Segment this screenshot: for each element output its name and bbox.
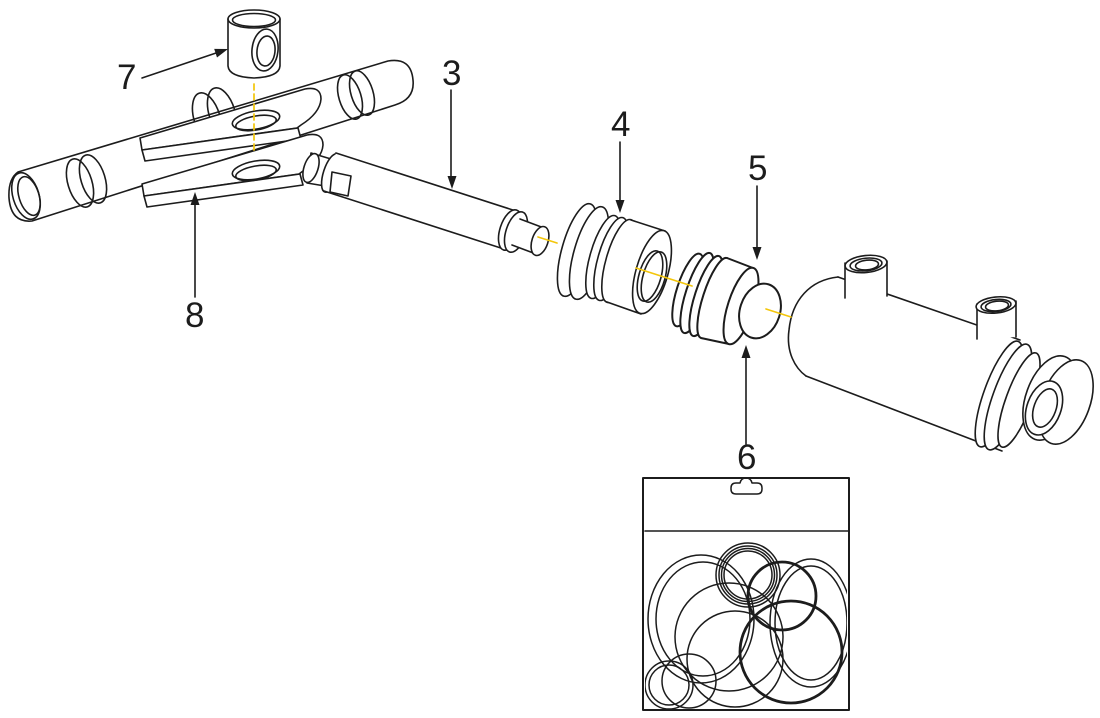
cylinder-body xyxy=(787,254,1094,452)
arrowhead-5 xyxy=(752,247,762,260)
port-boss-1 xyxy=(844,254,888,299)
euro-hang-slot xyxy=(730,477,763,495)
part-4-gland xyxy=(556,202,673,315)
rod-notch xyxy=(329,171,352,197)
callout-label-8: 8 xyxy=(185,296,204,335)
arrowhead-4 xyxy=(615,200,625,213)
arrowhead-6 xyxy=(741,345,751,358)
rear-flange-and-eye xyxy=(974,340,1094,451)
callout-arrowheads xyxy=(190,48,762,358)
linework: 3 4 5 6 7 8 xyxy=(8,9,1094,711)
callout-label-5: 5 xyxy=(748,149,767,188)
callout-label-3: 3 xyxy=(442,54,461,93)
centerlines xyxy=(253,83,792,318)
port-boss-2 xyxy=(975,295,1017,340)
barrel-dome xyxy=(787,276,839,377)
arrowhead-7 xyxy=(214,48,228,58)
part-5-piston xyxy=(671,251,782,346)
gland-bore xyxy=(636,250,664,302)
upper-clevis-plate xyxy=(139,87,322,162)
piston-nose xyxy=(738,282,782,340)
o-rings xyxy=(645,542,847,709)
callout-label-6: 6 xyxy=(737,438,756,477)
arrowhead-8 xyxy=(190,192,200,205)
callout-label-4: 4 xyxy=(611,105,630,144)
part-3-piston-rod xyxy=(302,152,550,257)
callout-label-7: 7 xyxy=(117,58,136,97)
callout-labels: 3 4 5 6 7 8 xyxy=(117,54,767,477)
arrowhead-3 xyxy=(447,176,457,189)
part-7-pin-bushing xyxy=(227,9,281,79)
eye-hole xyxy=(1024,380,1064,436)
seal-kit-bag xyxy=(642,477,850,711)
rod-tip xyxy=(530,225,550,257)
callout-leaders xyxy=(141,51,758,445)
pin-cross-hole xyxy=(251,28,279,72)
